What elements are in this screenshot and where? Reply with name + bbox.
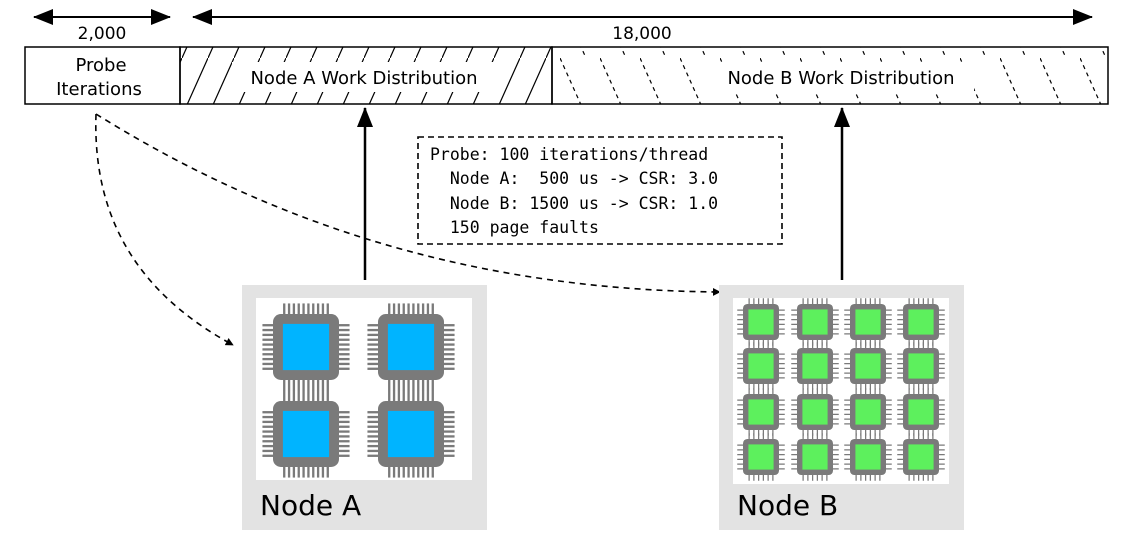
node-b-title: Node B [737,489,838,522]
probe-span-dimension: 2,000 [33,8,171,44]
node-b-chip-icon [897,433,945,481]
node-a-segment-label: Node A Work Distribution [250,68,477,89]
node-b-chip-icon [791,298,839,346]
node-b-chip-icon [737,433,785,481]
node-b-chip-icon [737,388,785,436]
node-b-chip-icon [737,298,785,346]
node-b-chip-icon [897,298,945,346]
probe-note-box [417,136,783,245]
probe-note: Probe: 100 iterations/thread Node A: 500… [417,136,783,245]
node-b-chip-icon [897,388,945,436]
node-a-label-bg [232,62,498,92]
node-a-title: Node A [260,489,361,522]
probe-note-line-2: Node A: 500 us -> CSR: 3.0 [430,169,718,188]
node-b-chip-icon [844,342,892,390]
probe-note-line-1: Probe: 100 iterations/thread [430,145,708,164]
node-b-chip-icon [844,298,892,346]
probe-label-line2: Iterations [56,79,142,100]
probe-to-node-a-arrow [95,113,234,346]
node-b-chip-icon [844,433,892,481]
probe-note-line-3: Node B: 1500 us -> CSR: 1.0 [430,194,718,213]
probe-segment [24,46,181,105]
node-a-chip-icon [262,303,350,391]
node-a-chip-icon [367,390,455,478]
node-b-chip-icon [737,342,785,390]
node-a-chip-icon [262,390,350,478]
node-b-label-bg [706,62,974,92]
node-a-panel: Node A [242,285,487,530]
probe-note-line-4: 150 page faults [430,218,599,237]
probe-label-line1: Probe [75,55,126,76]
node-b-panel: Node B [719,285,964,530]
node-a-chip-icon [367,303,455,391]
node-a-chip-grid [262,303,455,478]
work-span-label: 18,000 [612,24,671,44]
probe-span-label: 2,000 [78,24,127,44]
iteration-bar: Probe Iterations Node A Work Distributio… [24,46,1109,105]
node-b-chip-icon [791,388,839,436]
node-b-chip-icon [791,433,839,481]
node-b-segment-label: Node B Work Distribution [727,68,954,89]
node-b-chip-icon [844,388,892,436]
node-b-chip-icon [897,342,945,390]
work-span-dimension: 18,000 [192,8,1093,44]
probe-to-node-b-arrow [95,113,721,296]
node-b-chip-grid [737,298,945,481]
node-b-chip-icon [791,342,839,390]
